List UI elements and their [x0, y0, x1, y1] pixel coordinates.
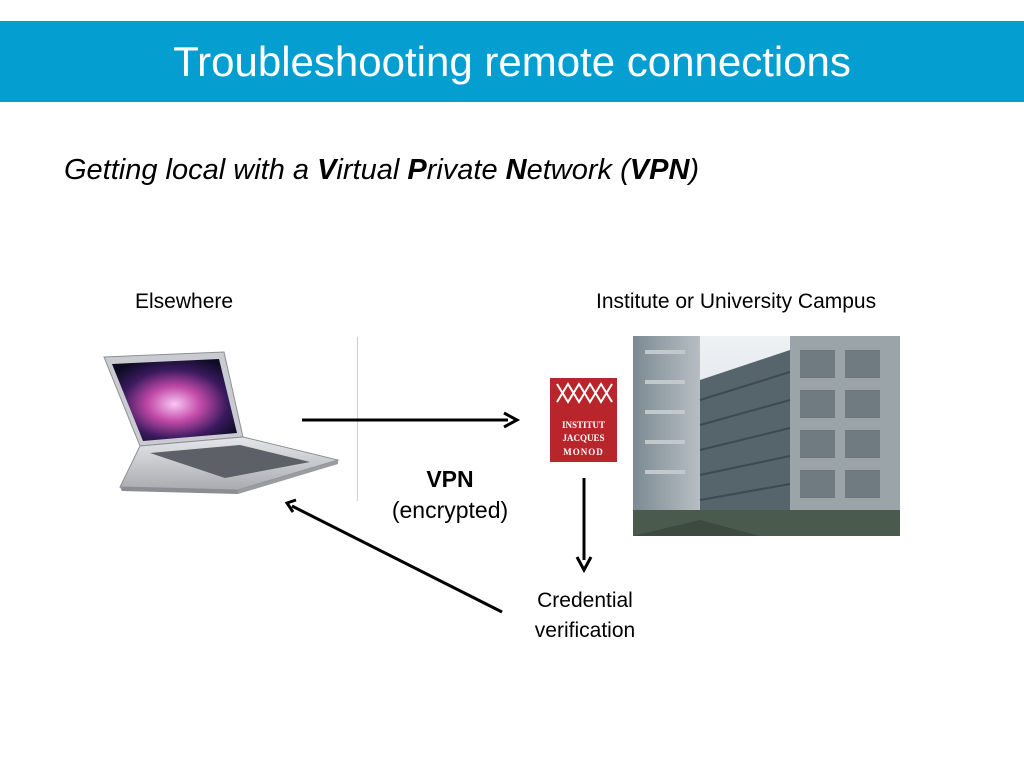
- campus-building-photo: [633, 336, 900, 536]
- campus-label: Institute or University Campus: [596, 290, 877, 313]
- slide-subtitle: Getting local with a Virtual Private Net…: [64, 150, 699, 190]
- logo-text-line: MONOD: [563, 447, 604, 457]
- vpn-caption: VPN (encrypted): [360, 464, 540, 526]
- subtitle-part: V: [317, 154, 337, 186]
- laptop-icon: [103, 351, 340, 494]
- subtitle-part: ): [689, 154, 700, 186]
- logo-text-line: INSTITUT: [562, 420, 605, 430]
- vpn-arrow: [302, 411, 521, 429]
- subtitle-part: irtual: [336, 154, 408, 186]
- return-arrow: [284, 498, 503, 614]
- credential-line-2: verification: [534, 619, 636, 642]
- subtitle-part: Getting local with a: [64, 154, 318, 186]
- subtitle-part: rivate: [426, 154, 506, 186]
- subtitle-part: VPN: [629, 154, 690, 186]
- vpn-label: VPN: [426, 466, 474, 492]
- logo-text-line: JACQUES: [562, 433, 604, 443]
- credential-line-1: Credential: [537, 589, 633, 612]
- institute-logo: INSTITUT JACQUES MONOD: [550, 378, 617, 462]
- subtitle-part: etwork (: [526, 154, 630, 186]
- slide-title: Troubleshooting remote connections: [173, 38, 851, 85]
- title-bar: Troubleshooting remote connections: [0, 21, 1024, 102]
- credential-arrow: [575, 478, 593, 574]
- subtitle-part: N: [505, 154, 527, 186]
- subtitle-part: P: [407, 154, 427, 186]
- vpn-sub-label: (encrypted): [391, 497, 509, 523]
- elsewhere-label: Elsewhere: [135, 290, 234, 313]
- credential-caption: Credential verification: [495, 586, 675, 646]
